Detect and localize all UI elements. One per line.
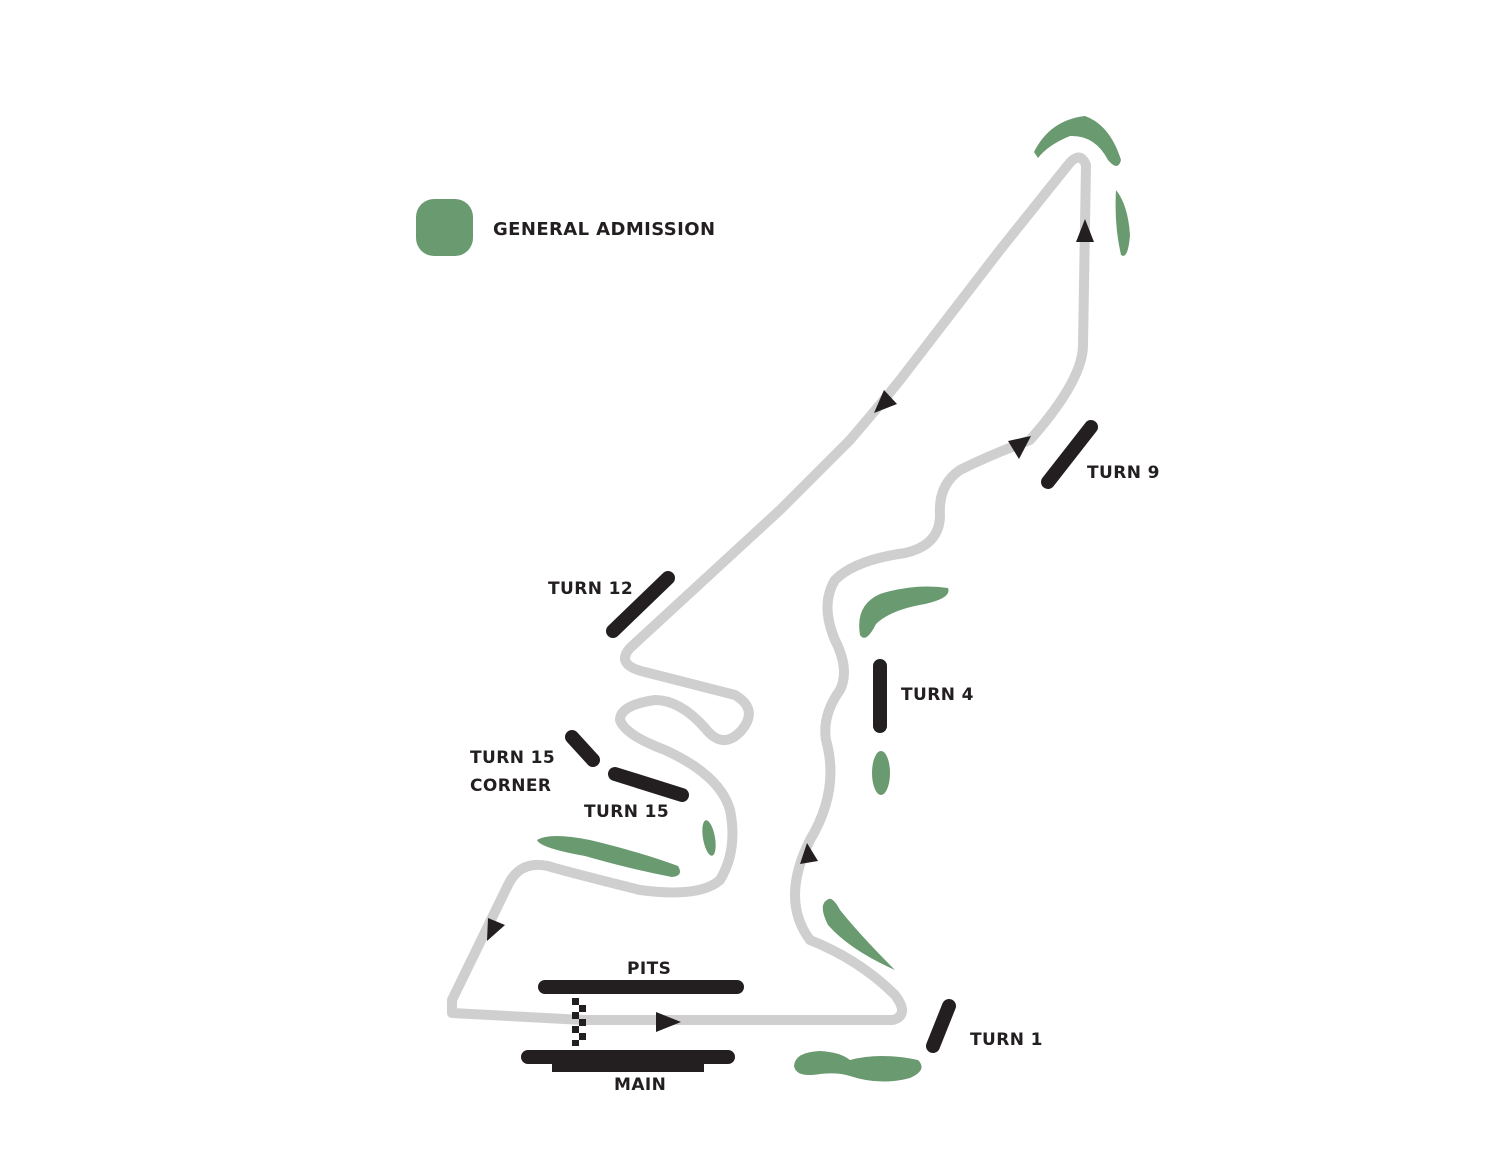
general-admission-area (859, 586, 949, 638)
general-admission-area (822, 898, 895, 970)
label-main: MAIN (614, 1075, 666, 1095)
general-admission-area (1115, 190, 1130, 256)
start-finish-checkered-flag-icon (572, 998, 586, 1046)
label-turn-15: TURN 15 (584, 802, 669, 822)
grandstand-turn-12 (606, 571, 675, 638)
general-admission-legend-swatch (416, 199, 473, 256)
direction-arrow-icon (656, 1012, 681, 1032)
general-admission-areas (537, 116, 1130, 1082)
grandstands (521, 420, 1098, 1072)
label-turn-9: TURN 9 (1087, 463, 1160, 483)
grandstand-labels: TURN 9 TURN 12 TURN 4 TURN 15 CORNER TUR… (470, 463, 1160, 1095)
label-turn-15-corner-line1: TURN 15 (470, 748, 555, 768)
grandstand-turn-1 (926, 999, 956, 1053)
grandstand-turn-15-corner (565, 730, 600, 767)
direction-arrow-icon (800, 843, 818, 864)
label-pits: PITS (627, 959, 671, 979)
general-admission-area (702, 820, 716, 856)
race-track (447, 152, 1091, 1025)
direction-arrow-icon (1008, 436, 1031, 459)
direction-arrow-icon (487, 918, 505, 941)
general-admission-area (1034, 116, 1121, 166)
grandstand-turn-15 (608, 767, 689, 802)
label-turn-4: TURN 4 (901, 685, 974, 705)
general-admission-area (794, 1051, 922, 1082)
direction-arrow-icon (1076, 219, 1094, 242)
general-admission-legend-label: GENERAL ADMISSION (493, 219, 715, 240)
label-turn-1: TURN 1 (970, 1030, 1043, 1050)
label-turn-15-corner-line2: CORNER (470, 776, 551, 796)
legend: GENERAL ADMISSION (416, 199, 715, 256)
label-turn-12: TURN 12 (548, 579, 633, 599)
grandstand-turn-9 (1041, 420, 1098, 489)
grandstand-main-base (552, 1060, 704, 1072)
general-admission-area (872, 751, 890, 795)
general-admission-area (537, 836, 680, 877)
direction-arrow-icon (874, 390, 897, 413)
